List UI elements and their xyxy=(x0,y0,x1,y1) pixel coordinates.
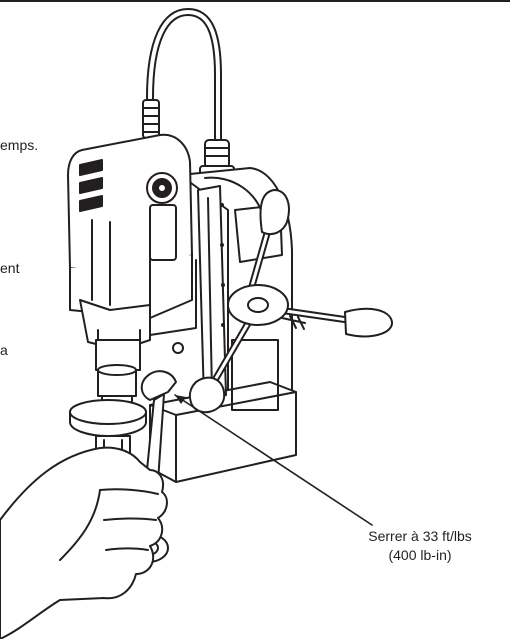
hand-outline xyxy=(0,446,168,639)
capstan-hub xyxy=(227,284,289,326)
torque-callout-line1: Serrer à 33 ft/lbs xyxy=(368,528,472,544)
capstan-handle-lower xyxy=(188,316,254,414)
vent-slots xyxy=(79,159,103,212)
slide-rail xyxy=(197,185,227,401)
text-fragment-2: ent xyxy=(0,260,20,276)
strain-relief-left xyxy=(142,99,160,139)
gearbox xyxy=(79,299,151,371)
control-knob xyxy=(146,172,178,204)
magnetic-base xyxy=(149,339,297,483)
text-fragment-3: a xyxy=(0,342,8,358)
torque-callout-line2: (400 lb-in) xyxy=(388,547,452,563)
text-fragment-1: emps. xyxy=(0,137,39,153)
set-screw xyxy=(172,342,184,354)
leader-arrowhead xyxy=(175,395,186,404)
callout-leader-line xyxy=(174,394,373,526)
power-cable xyxy=(146,8,222,146)
torque-callout: Serrer à 33 ft/lbs (400 lb-in) xyxy=(360,527,480,565)
spindle xyxy=(69,364,147,437)
top-rule xyxy=(0,0,510,2)
